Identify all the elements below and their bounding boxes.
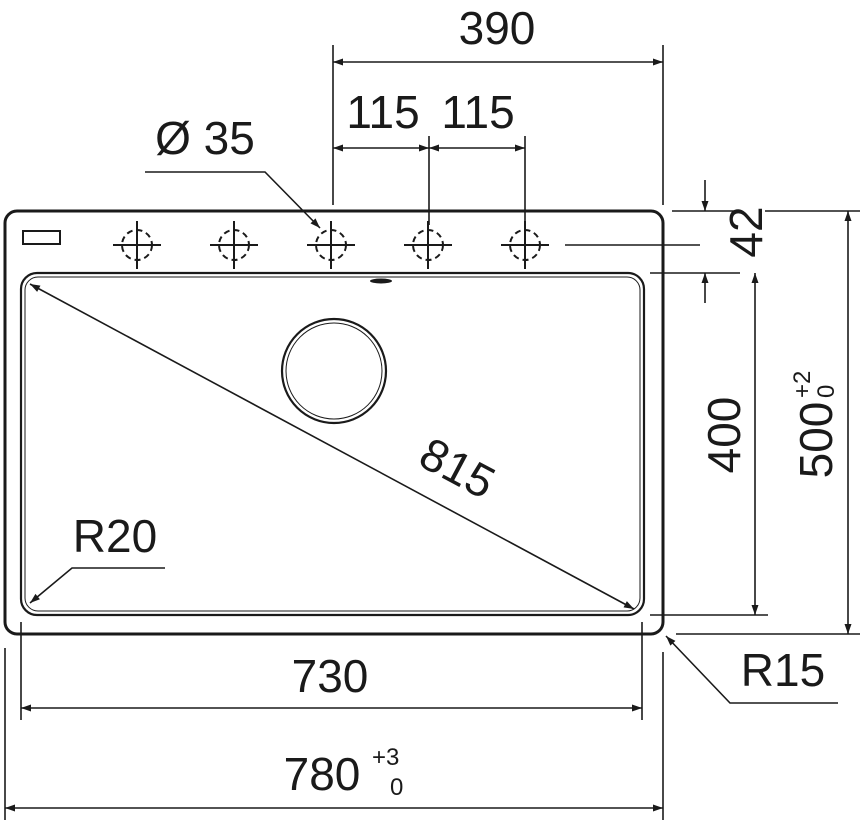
dim-115: 115 115 (333, 86, 526, 225)
dim-label: R20 (73, 510, 157, 562)
tolerance-upper: +2 (789, 371, 816, 398)
dim-label: R15 (741, 644, 825, 696)
dim-label: 500 (790, 402, 842, 479)
dim-730: 730 (20, 622, 643, 720)
dim-label: 42 (720, 206, 772, 257)
dim-label: 730 (292, 650, 369, 702)
tolerance-lower: 0 (813, 385, 840, 398)
tap-holes (113, 221, 549, 269)
dim-500: 500 +2 0 (676, 210, 860, 635)
drain-outer (280, 317, 388, 425)
tap-hole-icon (210, 221, 258, 269)
tolerance-upper: +3 (372, 744, 399, 771)
drain-inner (285, 322, 383, 420)
dim-390: 390 (332, 2, 664, 205)
bowl-outline (19, 271, 646, 617)
dim-label: 780 (284, 748, 361, 800)
bowl-inner-line (24, 276, 641, 612)
sink-outline (3, 209, 665, 636)
tap-hole-icon (501, 221, 549, 269)
dim-42: 42 (565, 180, 772, 303)
dim-r15: R15 (665, 635, 838, 704)
dim-400: 400 (650, 273, 768, 616)
dim-780: 780 +3 0 (4, 648, 664, 820)
dim-label: 115 (441, 86, 514, 138)
tap-hole-icon (113, 221, 161, 269)
dim-label: 400 (698, 397, 750, 474)
dim-label: Ø 35 (155, 112, 255, 164)
dim-hole-diameter: Ø 35 (145, 112, 321, 229)
tolerance-lower: 0 (390, 774, 403, 801)
dim-label: 390 (459, 2, 536, 54)
tap-hole-icon (404, 221, 452, 269)
dim-r20: R20 (29, 510, 165, 604)
overflow-slot (22, 230, 61, 245)
tap-hole-icon (307, 221, 355, 269)
dim-label: 115 (346, 86, 419, 138)
overflow-icon (370, 278, 392, 284)
